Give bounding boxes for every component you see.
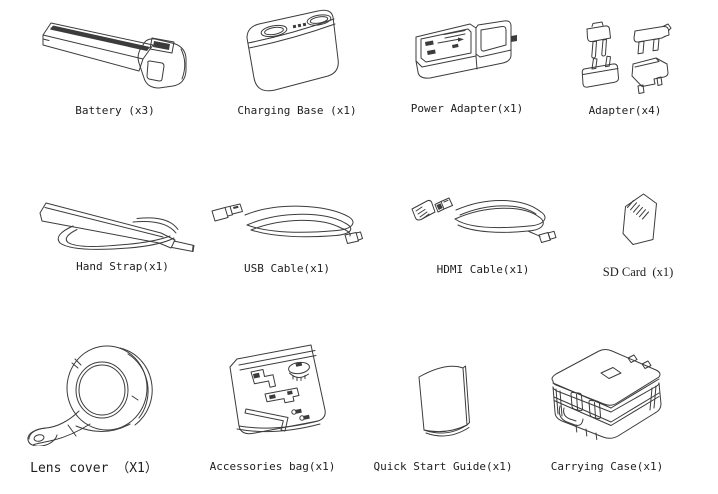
quick-start-guide-illustration <box>418 365 470 437</box>
power-adapter-illustration <box>415 20 517 79</box>
item-label: HDMI Cable(x1) <box>436 263 530 276</box>
item-label: Quick Start Guide(x1) <box>373 460 513 473</box>
hdmi-cable-illustration <box>411 197 557 243</box>
lens-cover-illustration <box>27 345 153 446</box>
item-label: Battery (x3) <box>75 104 155 117</box>
item-label: USB Cable(x1) <box>243 262 331 275</box>
item-label: Accessories bag(x1) <box>209 460 336 473</box>
item-adapter: Adapter(x4) <box>565 18 685 118</box>
item-label: Adapter(x4) <box>588 104 662 117</box>
item-label: Carrying Case(x1) <box>550 460 664 473</box>
item-label: Hand Strap(x1) <box>76 260 169 273</box>
item-carrying-case: Carrying Case(x1) <box>527 340 687 474</box>
item-accessories-bag: Accessories bag(x1) <box>210 340 335 474</box>
item-hand-strap: Hand Strap(x1) <box>25 192 220 274</box>
item-sd-card: SD Card (x1) <box>594 190 682 279</box>
carrying-case-illustration <box>551 349 662 440</box>
hand-strap-illustration <box>39 202 195 252</box>
item-usb-cable: USB Cable(x1) <box>209 198 365 276</box>
sd-card-illustration <box>622 193 657 245</box>
item-label: SD Card (x1) <box>602 265 674 279</box>
usb-cable-illustration <box>211 203 363 244</box>
adapter-illustration <box>581 21 672 94</box>
item-label: Power Adapter(x1) <box>410 102 524 115</box>
item-battery: Battery (x3) <box>25 8 205 118</box>
item-power-adapter: Power Adapter(x1) <box>394 12 540 116</box>
item-label: Charging Base (x1) <box>237 104 357 117</box>
charging-base-illustration <box>246 9 339 92</box>
battery-illustration <box>42 22 187 89</box>
accessories-bag-illustration <box>229 344 326 435</box>
item-charging-base: Charging Base (x1) <box>222 4 372 118</box>
item-quick-start-guide: Quick Start Guide(x1) <box>373 356 513 474</box>
item-label: Lens cover （X1） <box>30 461 158 476</box>
item-lens-cover: Lens cover （X1） <box>18 334 170 476</box>
item-hdmi-cable: HDMI Cable(x1) <box>402 190 564 277</box>
